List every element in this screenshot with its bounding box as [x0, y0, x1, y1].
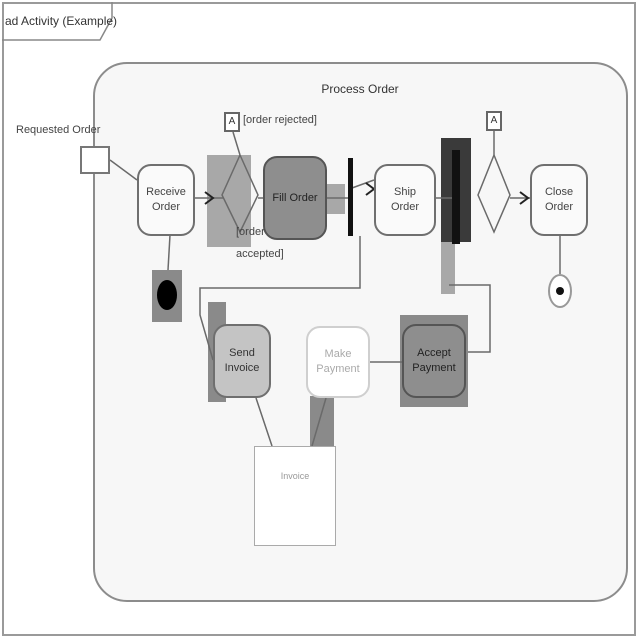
shade-block — [441, 242, 455, 294]
guard-order-rejected: [order rejected] — [243, 114, 317, 126]
make-payment-action[interactable]: Make Payment — [306, 326, 370, 398]
initial-node — [152, 270, 182, 322]
send-invoice-action[interactable]: Send Invoice — [213, 324, 271, 398]
requested-order-pin — [80, 146, 110, 174]
object-node-label: Requested Order — [16, 124, 101, 136]
partition-title: Process Order — [321, 82, 399, 96]
close-order-action[interactable]: Close Order — [530, 164, 588, 236]
activity-final-node — [548, 274, 572, 308]
shade-block — [207, 155, 251, 247]
connector-a-marker: A — [486, 111, 502, 131]
guard-order-accepted-line1: [order — [236, 226, 265, 238]
guard-order-accepted-line2: accepted] — [236, 248, 284, 260]
shade-block — [327, 184, 345, 214]
accept-payment-action[interactable]: Accept Payment — [402, 324, 466, 398]
invoice-label: Invoice — [280, 471, 310, 481]
receive-order-action[interactable]: Receive Order — [137, 164, 195, 236]
invoice-object-node: Invoice — [254, 446, 336, 546]
frame-tab: ad Activity (Example) — [2, 2, 117, 40]
fill-order-action[interactable]: Fill Order — [263, 156, 327, 240]
frame-title: ad Activity (Example) — [5, 14, 118, 28]
connector-a-marker: A — [224, 112, 240, 132]
ship-order-action[interactable]: Ship Order — [374, 164, 436, 236]
